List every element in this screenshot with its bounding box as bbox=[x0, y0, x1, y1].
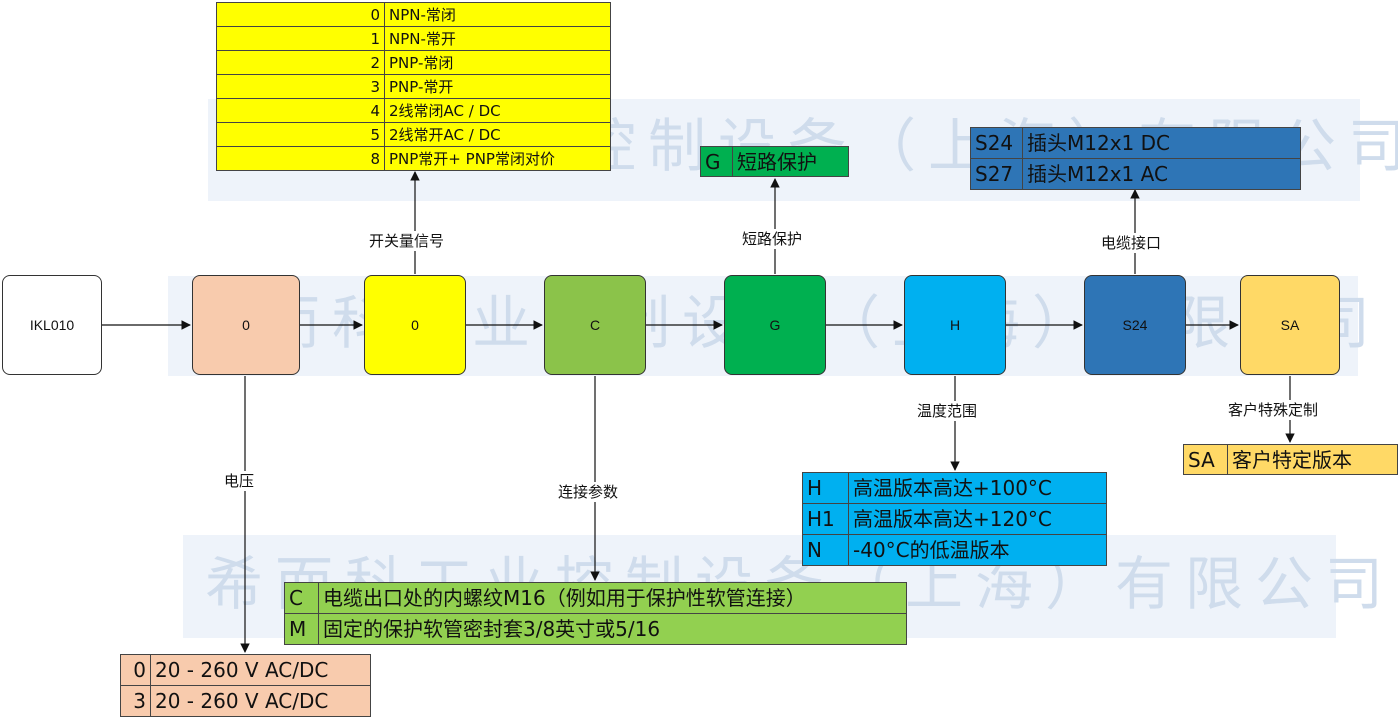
option-code: 3 bbox=[120, 685, 151, 717]
option-desc: 2线常闭AC / DC bbox=[384, 98, 611, 123]
option-code: SA bbox=[1183, 444, 1228, 475]
node-plug-label: S24 bbox=[1122, 317, 1148, 333]
option-code: S24 bbox=[970, 127, 1023, 159]
option-desc: 固定的保护软管密封套3/8英寸或5/16 bbox=[318, 613, 907, 645]
option-code: G bbox=[700, 146, 733, 177]
option-desc: PNP常开+ PNP常闭对价 bbox=[384, 146, 611, 171]
edge-label-voltage: 电压 bbox=[222, 471, 257, 491]
option-desc: 插头M12x1 DC bbox=[1022, 127, 1301, 159]
option-code: H1 bbox=[802, 503, 849, 535]
option-desc: -40°C的低温版本 bbox=[848, 534, 1107, 566]
option-desc: 高温版本高达+100°C bbox=[848, 472, 1107, 504]
option-desc: 高温版本高达+120°C bbox=[848, 503, 1107, 535]
node-temp-label: H bbox=[949, 317, 961, 333]
edge-label-short: 短路保护 bbox=[740, 229, 805, 249]
node-short-label: G bbox=[769, 317, 781, 333]
option-code: 1 bbox=[216, 26, 385, 51]
option-code: 0 bbox=[216, 2, 385, 27]
node-short[interactable]: G bbox=[724, 275, 826, 375]
option-code: S27 bbox=[970, 158, 1023, 190]
edge-label-signal: 开关量信号 bbox=[367, 231, 447, 251]
edge-label-temp: 温度范围 bbox=[915, 401, 980, 421]
option-desc: PNP-常开 bbox=[384, 74, 611, 99]
node-custom-label: SA bbox=[1280, 317, 1300, 333]
option-code: H bbox=[802, 472, 849, 504]
edge-label-connection: 连接参数 bbox=[556, 482, 621, 502]
node-connection-label: C bbox=[589, 317, 601, 333]
edge-label-plug: 电缆接口 bbox=[1099, 233, 1164, 253]
option-desc: PNP-常闭 bbox=[384, 50, 611, 75]
option-desc: 电缆出口处的内螺纹M16（例如用于保护性软管连接） bbox=[318, 582, 907, 614]
node-start[interactable]: IKL010 bbox=[2, 275, 102, 375]
option-desc: 插头M12x1 AC bbox=[1022, 158, 1301, 190]
option-code: 2 bbox=[216, 50, 385, 75]
option-code: N bbox=[802, 534, 849, 566]
node-temp[interactable]: H bbox=[904, 275, 1006, 375]
option-desc: NPN-常闭 bbox=[384, 2, 611, 27]
option-code: 3 bbox=[216, 74, 385, 99]
node-signal-label: 0 bbox=[411, 317, 419, 333]
node-plug[interactable]: S24 bbox=[1084, 275, 1186, 375]
option-code: 5 bbox=[216, 122, 385, 147]
option-code: 0 bbox=[120, 654, 151, 686]
option-desc: NPN-常开 bbox=[384, 26, 611, 51]
node-voltage-label: 0 bbox=[242, 317, 250, 333]
table-row: N-40°C的低温版本 bbox=[802, 534, 1107, 566]
node-start-label: IKL010 bbox=[29, 317, 75, 333]
node-connection[interactable]: C bbox=[544, 275, 646, 375]
option-desc: 20 - 260 V AC/DC bbox=[150, 654, 371, 686]
edge-label-custom: 客户特殊定制 bbox=[1226, 400, 1321, 420]
node-voltage[interactable]: 0 bbox=[192, 275, 300, 375]
node-custom[interactable]: SA bbox=[1240, 275, 1340, 375]
option-code: 8 bbox=[216, 146, 385, 171]
option-desc: 2线常开AC / DC bbox=[384, 122, 611, 147]
node-signal[interactable]: 0 bbox=[364, 275, 466, 375]
option-desc: 客户特定版本 bbox=[1227, 444, 1398, 475]
option-desc: 短路保护 bbox=[732, 146, 849, 177]
option-desc: 20 - 260 V AC/DC bbox=[150, 685, 371, 717]
option-code: C bbox=[284, 582, 319, 614]
option-code: M bbox=[284, 613, 319, 645]
option-code: 4 bbox=[216, 98, 385, 123]
